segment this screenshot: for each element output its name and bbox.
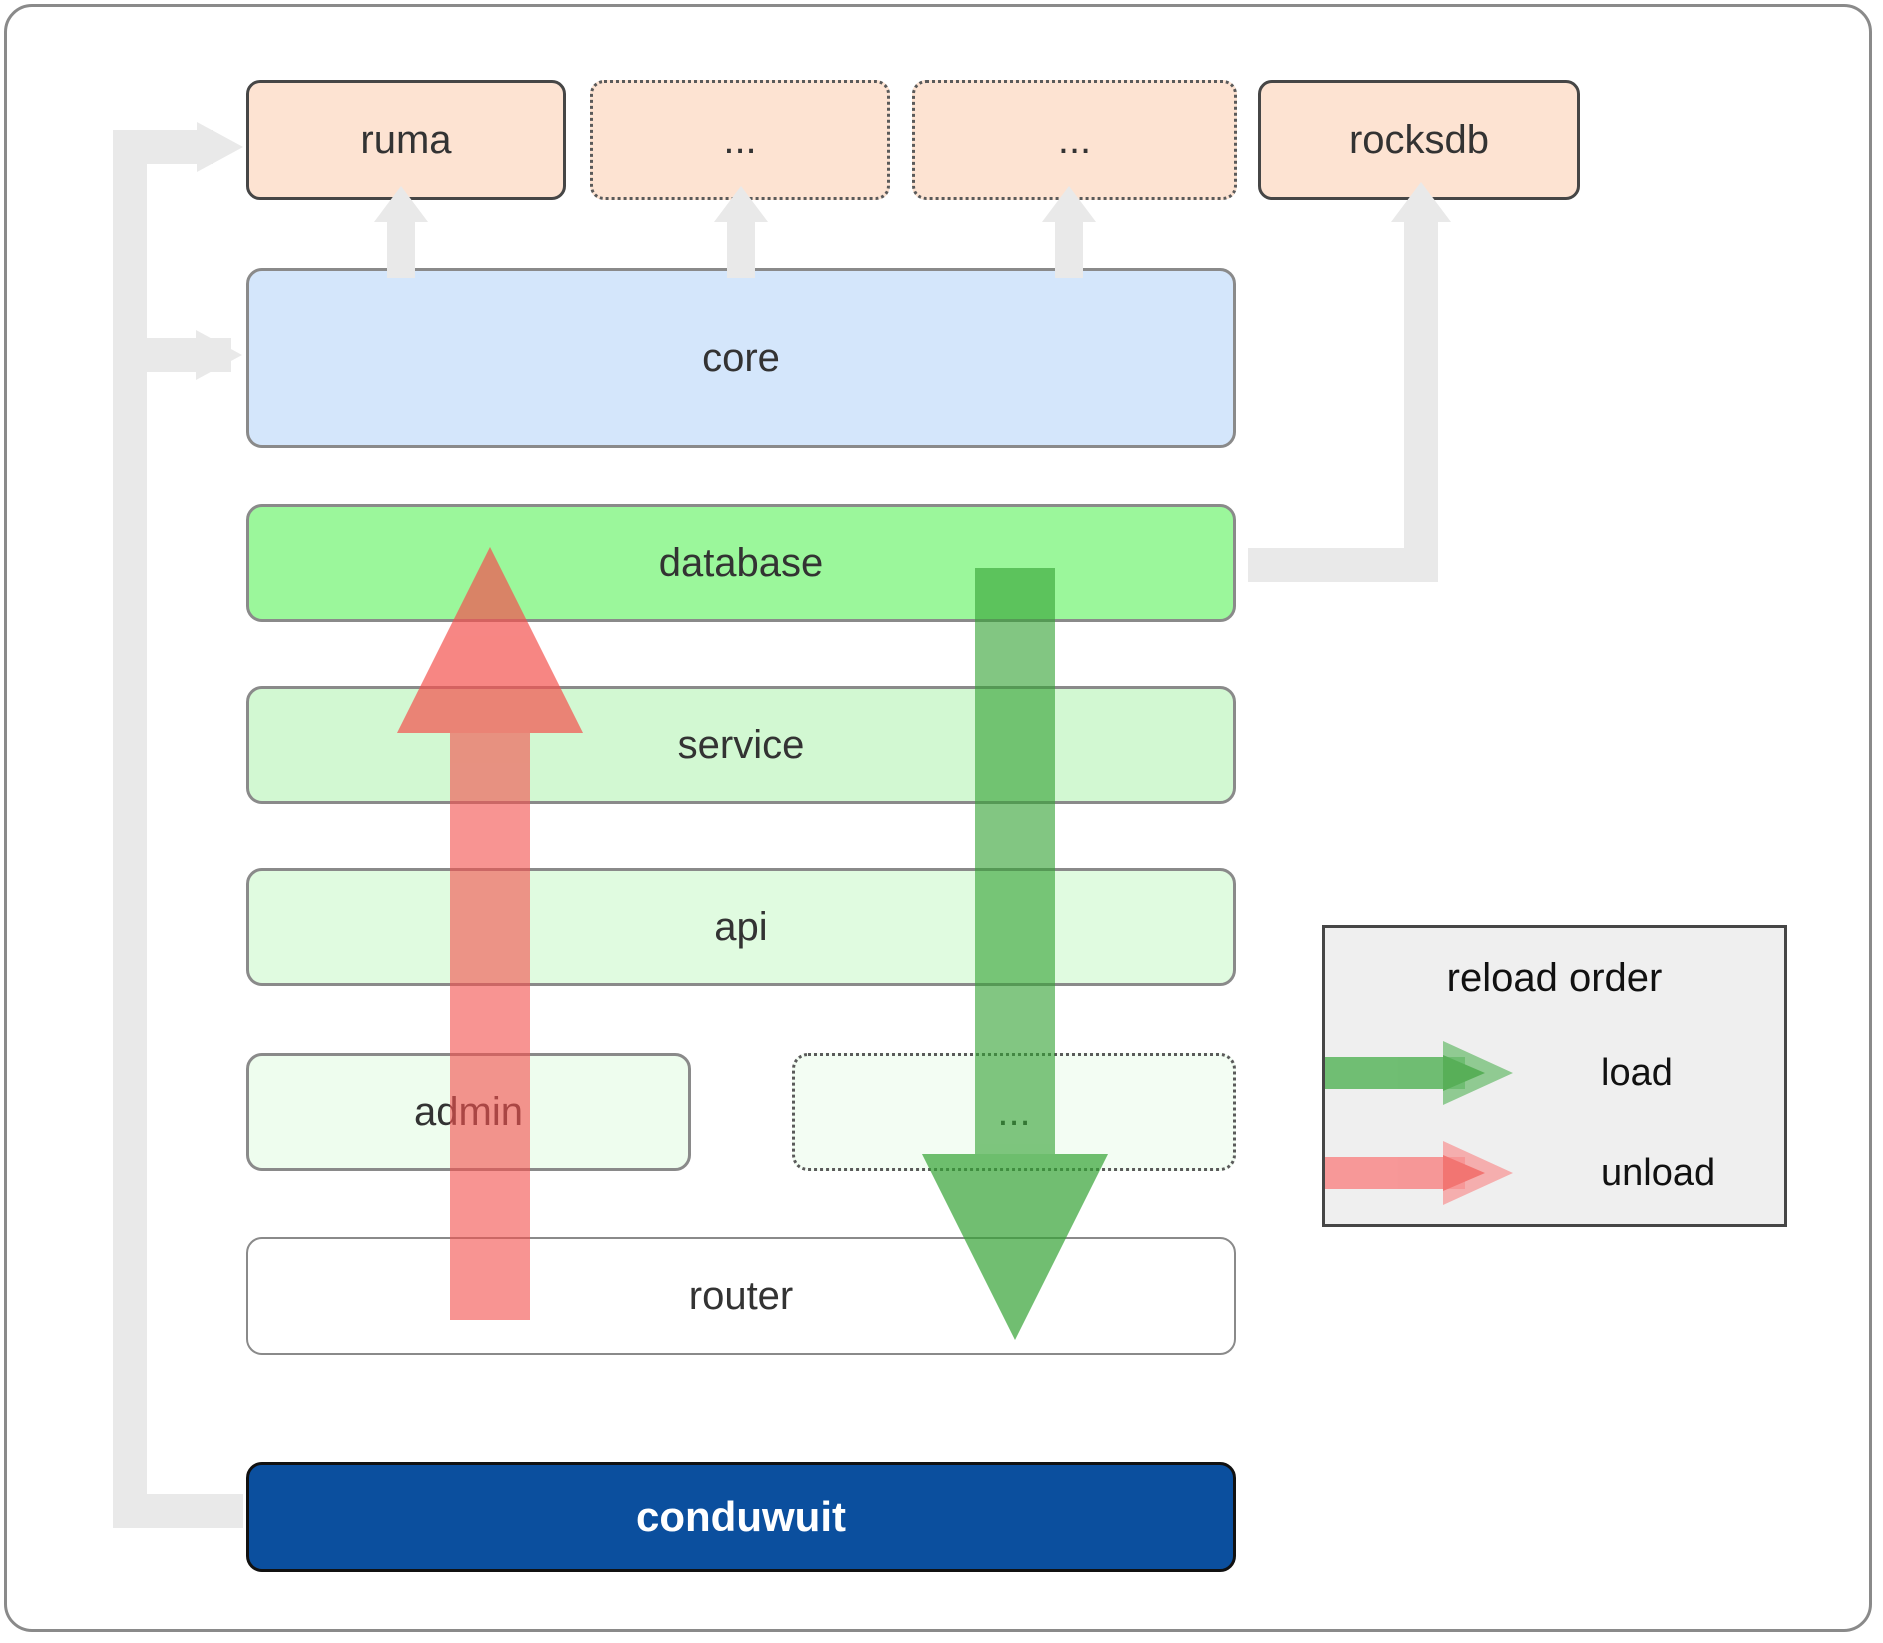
layer-router[interactable]: router [246, 1237, 1236, 1355]
legend-item-unload: unload [1325, 1133, 1790, 1213]
layer-database-label: database [658, 541, 824, 585]
legend-title: reload order [1446, 956, 1663, 1000]
layer-core[interactable]: core [246, 268, 1236, 448]
legend-item-load-label: load [1601, 1051, 1673, 1094]
layer-admin-label: admin [414, 1090, 523, 1134]
dependency-ruma-label: ruma [360, 118, 452, 162]
layer-admin[interactable]: admin [246, 1053, 691, 1171]
layer-placeholder[interactable]: ... [792, 1053, 1236, 1171]
layer-core-label: core [702, 336, 780, 380]
root-conduwuit[interactable]: conduwuit [246, 1462, 1236, 1572]
dependency-rocksdb-label: rocksdb [1348, 118, 1490, 162]
dependency-placeholder-1[interactable]: ... [590, 80, 890, 200]
legend-panel: reload order load [1322, 925, 1787, 1227]
dependency-ruma[interactable]: ruma [246, 80, 566, 200]
dependency-placeholder-2-label: ... [1057, 118, 1092, 162]
load-arrow-icon [1325, 1033, 1555, 1113]
layer-router-label: router [688, 1274, 794, 1318]
unload-arrow-icon [1325, 1133, 1555, 1213]
layer-service-label: service [677, 723, 805, 767]
root-conduwuit-label: conduwuit [636, 1493, 846, 1540]
layer-database[interactable]: database [246, 504, 1236, 622]
layer-api[interactable]: api [246, 868, 1236, 986]
legend-item-load: load [1325, 1033, 1790, 1113]
legend-item-unload-label: unload [1601, 1151, 1716, 1194]
layer-api-label: api [714, 905, 768, 949]
diagram-frame [4, 4, 1872, 1632]
dependency-rocksdb[interactable]: rocksdb [1258, 80, 1580, 200]
layer-placeholder-label: ... [997, 1090, 1031, 1134]
dependency-placeholder-1-label: ... [723, 118, 757, 162]
layer-service[interactable]: service [246, 686, 1236, 804]
dependency-placeholder-2[interactable]: ... [912, 80, 1237, 200]
